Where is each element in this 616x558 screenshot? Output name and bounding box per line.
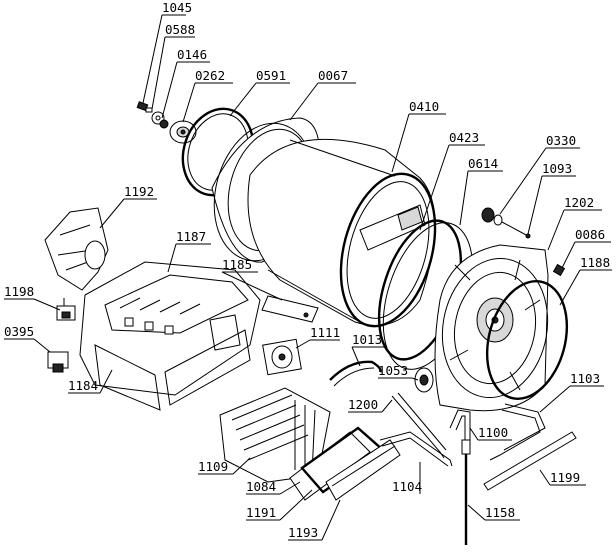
label-1045: 1045 bbox=[162, 0, 192, 15]
pulley-part bbox=[414, 367, 434, 393]
label-1202: 1202 bbox=[564, 195, 594, 210]
label-0423: 0423 bbox=[449, 130, 479, 145]
sensor-part bbox=[56, 298, 76, 321]
label-1185: 1185 bbox=[222, 257, 252, 272]
label-1084: 1084 bbox=[246, 479, 276, 494]
label-0410: 0410 bbox=[409, 99, 439, 114]
nut-part bbox=[159, 119, 169, 129]
shaft-bearing-part bbox=[481, 207, 531, 239]
label-0146: 0146 bbox=[177, 47, 207, 62]
label-0262: 0262 bbox=[195, 68, 225, 83]
tube-part-1104 bbox=[379, 431, 453, 467]
fan-housing-part bbox=[44, 207, 109, 291]
label-1158: 1158 bbox=[485, 505, 515, 520]
label-1104: 1104 bbox=[392, 479, 422, 494]
tube-part-1100 bbox=[449, 409, 471, 440]
label-1192: 1192 bbox=[124, 184, 154, 199]
fan-motor-part bbox=[262, 338, 302, 376]
label-1103: 1103 bbox=[570, 371, 600, 386]
tube-part-1103 bbox=[489, 403, 546, 461]
drum-part bbox=[247, 138, 437, 328]
base-frame-part bbox=[79, 261, 261, 411]
label-0086: 0086 bbox=[575, 227, 605, 242]
label-1109: 1109 bbox=[198, 459, 228, 474]
label-0591: 0591 bbox=[256, 68, 286, 83]
label-1191: 1191 bbox=[246, 505, 276, 520]
tube-part-1200 bbox=[391, 392, 447, 459]
connector-part bbox=[47, 351, 69, 373]
label-1200: 1200 bbox=[348, 397, 378, 412]
label-0588: 0588 bbox=[165, 22, 195, 37]
label-1100: 1100 bbox=[478, 425, 508, 440]
label-1199: 1199 bbox=[550, 470, 580, 485]
label-1111: 1111 bbox=[310, 325, 340, 340]
filter-tray-part bbox=[325, 439, 401, 501]
tube-part-1158 bbox=[461, 439, 471, 545]
label-1053: 1053 bbox=[378, 363, 408, 378]
tube-part-1199 bbox=[483, 431, 577, 491]
bolt-part bbox=[136, 101, 153, 113]
drive-belt-part bbox=[485, 280, 569, 400]
cover-plate-part bbox=[261, 295, 319, 323]
leader-lines bbox=[4, 14, 612, 541]
label-0330: 0330 bbox=[546, 133, 576, 148]
hose-part bbox=[329, 360, 382, 387]
label-1193: 1193 bbox=[288, 525, 318, 540]
label-1188: 1188 bbox=[580, 255, 610, 270]
label-1198: 1198 bbox=[4, 284, 34, 299]
label-1013: 1013 bbox=[352, 332, 382, 347]
label-0614: 0614 bbox=[468, 156, 498, 171]
label-1187: 1187 bbox=[176, 229, 206, 244]
part-labels: 1045 0588 0146 0262 0591 0067 0410 0423 … bbox=[4, 0, 610, 540]
label-1184: 1184 bbox=[68, 378, 98, 393]
label-1093: 1093 bbox=[542, 161, 572, 176]
label-0067: 0067 bbox=[318, 68, 348, 83]
label-0395: 0395 bbox=[4, 324, 34, 339]
